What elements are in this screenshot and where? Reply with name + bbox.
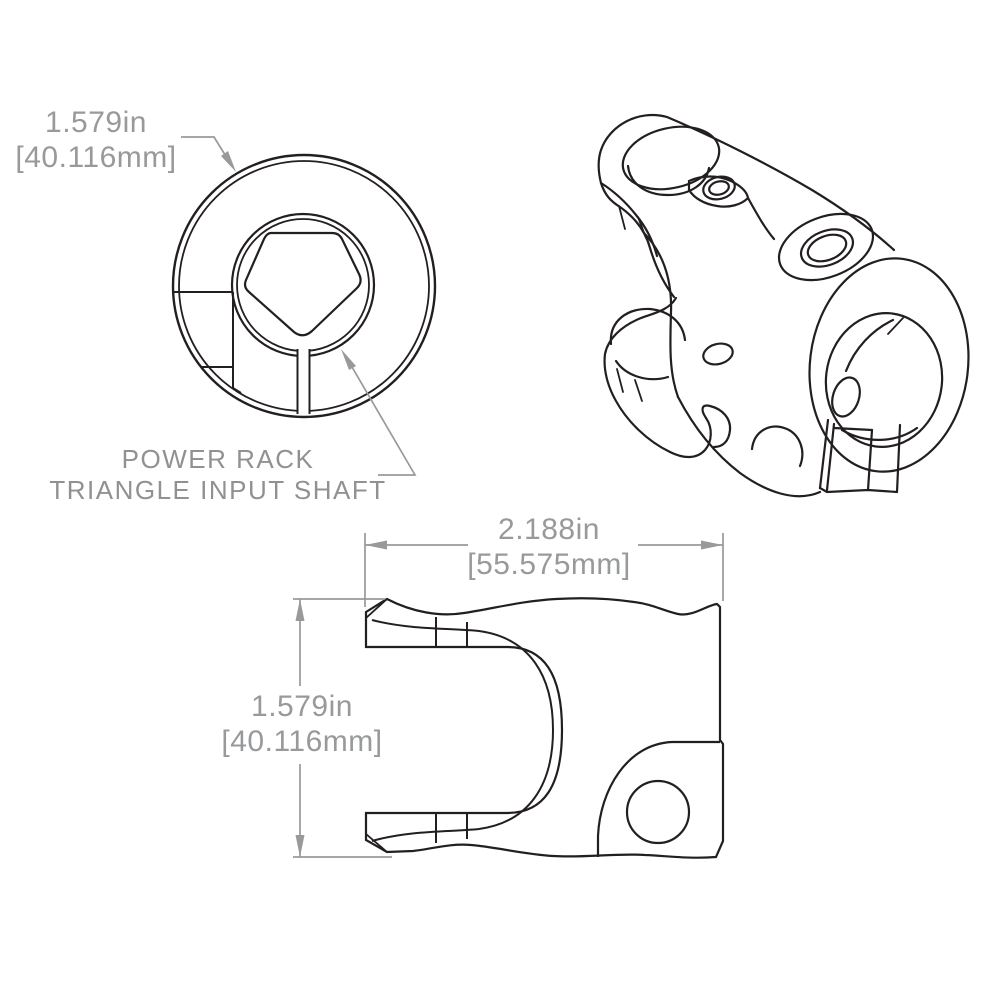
side-boss-hole	[806, 233, 848, 263]
front-diameter-millimeters: [40.116mm]	[15, 141, 177, 174]
side-height-inches: 1.579in	[251, 690, 353, 723]
shaft-callout-label: POWER RACK TRIANGLE INPUT SHAFT	[48, 444, 388, 506]
bolt-hole-inner	[708, 180, 730, 196]
front-diameter-inches: 1.579in	[45, 106, 147, 139]
side-outline	[364, 597, 725, 859]
side-height-millimeters: [40.116mm]	[221, 725, 383, 758]
cylinder-bore	[824, 312, 944, 448]
triangle-bore	[243, 231, 362, 337]
bottom-arm-scallop	[701, 404, 732, 449]
bore-inner-wall-arc	[844, 318, 895, 373]
width-arrow-left	[365, 540, 387, 550]
top-ear-hole-depth-arc	[626, 164, 711, 197]
clamp-slot-bottom	[818, 426, 899, 494]
bottom-silhouette	[676, 395, 822, 498]
bottom-arm-edge	[668, 416, 712, 459]
height-extension-lines	[293, 598, 392, 858]
shaft-leader-arrow	[341, 349, 356, 370]
dimension-arrowheads	[221, 151, 723, 857]
slot-mask	[298, 343, 309, 414]
lower-ear-ticks	[616, 368, 643, 402]
lower-ear-hole-arc	[609, 307, 687, 346]
outer-diameter-circle	[171, 153, 437, 419]
height-arrow-top	[295, 599, 305, 621]
side-width-inches: 2.188in	[498, 513, 600, 546]
top-ear-hole	[621, 125, 721, 191]
side-boss-outer	[777, 212, 875, 282]
bore-inner-corner-line	[887, 317, 904, 335]
bottom-arm-hole-arc	[750, 425, 804, 468]
bolt-hole-outer	[702, 175, 736, 201]
side-tip-chamfers	[365, 598, 388, 853]
side-width-dimension-label: 2.188in [55.575mm]	[449, 512, 649, 582]
bore-bottom-arc	[840, 426, 919, 441]
top-ear-outline	[597, 113, 676, 299]
side-view-lineart	[364, 597, 725, 859]
left-notch-lines	[173, 291, 242, 394]
side-width-millimeters: [55.575mm]	[467, 548, 631, 581]
shaft-callout-line1: POWER RACK	[121, 444, 315, 474]
top-face-edge	[665, 115, 896, 252]
shaft-callout-line2: TRIANGLE INPUT SHAFT	[49, 475, 387, 505]
width-arrow-right	[701, 540, 723, 550]
side-boss-hole	[625, 779, 691, 845]
side-boss-ring	[799, 228, 855, 268]
clamp-slot-lines	[296, 349, 311, 414]
front-face-edge	[642, 231, 680, 399]
cylinder-face	[808, 257, 970, 473]
side-arm-ticks	[435, 617, 468, 843]
clamp-slot-edges	[818, 418, 902, 494]
front-diameter-leader	[181, 136, 233, 167]
front-view-lineart	[171, 153, 437, 419]
side-boss-outline	[596, 740, 720, 857]
front-leader-arrow	[221, 151, 236, 172]
front-diameter-dimension-label: 1.579in [40.116mm]	[6, 105, 186, 175]
isometric-view-lineart	[597, 113, 970, 498]
front-face-dot-hole	[702, 342, 734, 366]
pad-to-boss-edge	[746, 196, 776, 241]
side-height-dimension-label: 1.579in [40.116mm]	[211, 689, 393, 759]
bore-inner-circle	[236, 218, 370, 352]
lower-ear-outline	[603, 296, 678, 454]
side-inner-chamfer-curve	[371, 619, 555, 842]
bore-triangle-lobe	[831, 376, 861, 418]
shaft-callout-leader	[344, 354, 417, 476]
height-arrow-bottom	[295, 835, 305, 857]
lower-ear-hole-depth-arc	[614, 359, 670, 381]
